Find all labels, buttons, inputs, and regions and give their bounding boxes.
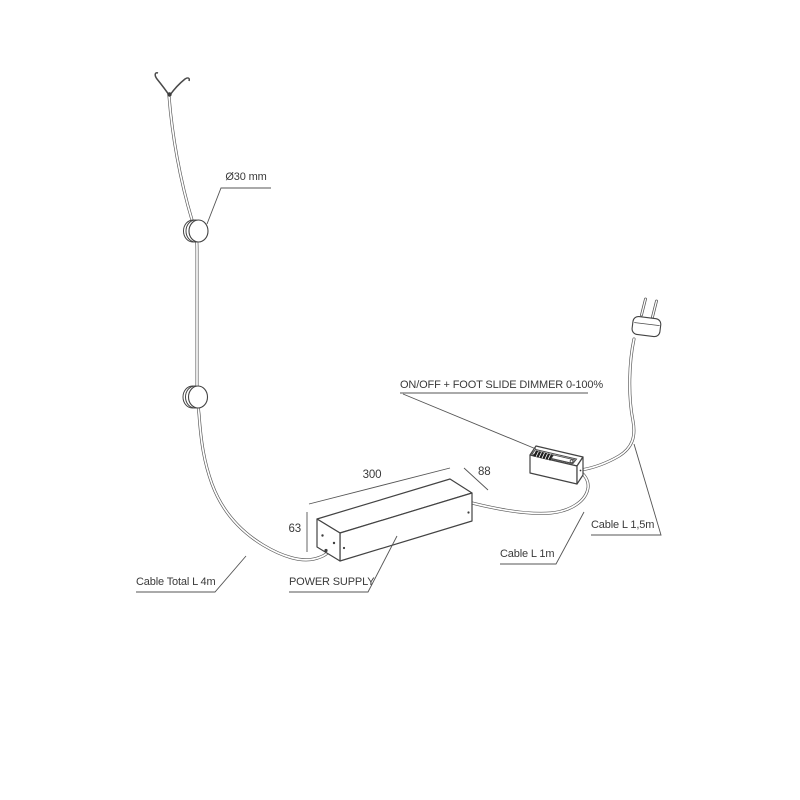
- cable-disc-upper: [183, 219, 209, 243]
- cable-psu-to-dimmer: [470, 469, 590, 515]
- foot-slide-dimmer: [529, 445, 584, 485]
- cable-plug-to-dimmer: [579, 337, 636, 472]
- cable-total-label: Cable Total L 4m: [136, 576, 216, 588]
- cable-1-5m-label: Cable L 1,5m: [591, 519, 655, 531]
- diameter-label: Ø30 mm: [225, 171, 267, 183]
- dimension-length: 300: [362, 469, 382, 481]
- cable-disc-lower: [182, 385, 209, 409]
- power-supply-label: POWER SUPPLY: [289, 576, 375, 588]
- plug-prongs: [640, 297, 658, 319]
- label-leader-lines: [136, 187, 662, 593]
- dimension-lines: [306, 467, 489, 552]
- dimension-width: 88: [478, 466, 491, 478]
- dimmer-label: ON/OFF + FOOT SLIDE DIMMER 0-100%: [400, 379, 603, 391]
- cable-1m-label: Cable L 1m: [500, 548, 555, 560]
- dimension-height: 63: [288, 523, 302, 535]
- cable-end-y-split: [154, 72, 190, 97]
- power-supply-box: [316, 478, 473, 562]
- power-plug: [631, 297, 662, 338]
- main-hanging-cable: [167, 94, 330, 562]
- dimmer-slider-ribs: [533, 450, 554, 461]
